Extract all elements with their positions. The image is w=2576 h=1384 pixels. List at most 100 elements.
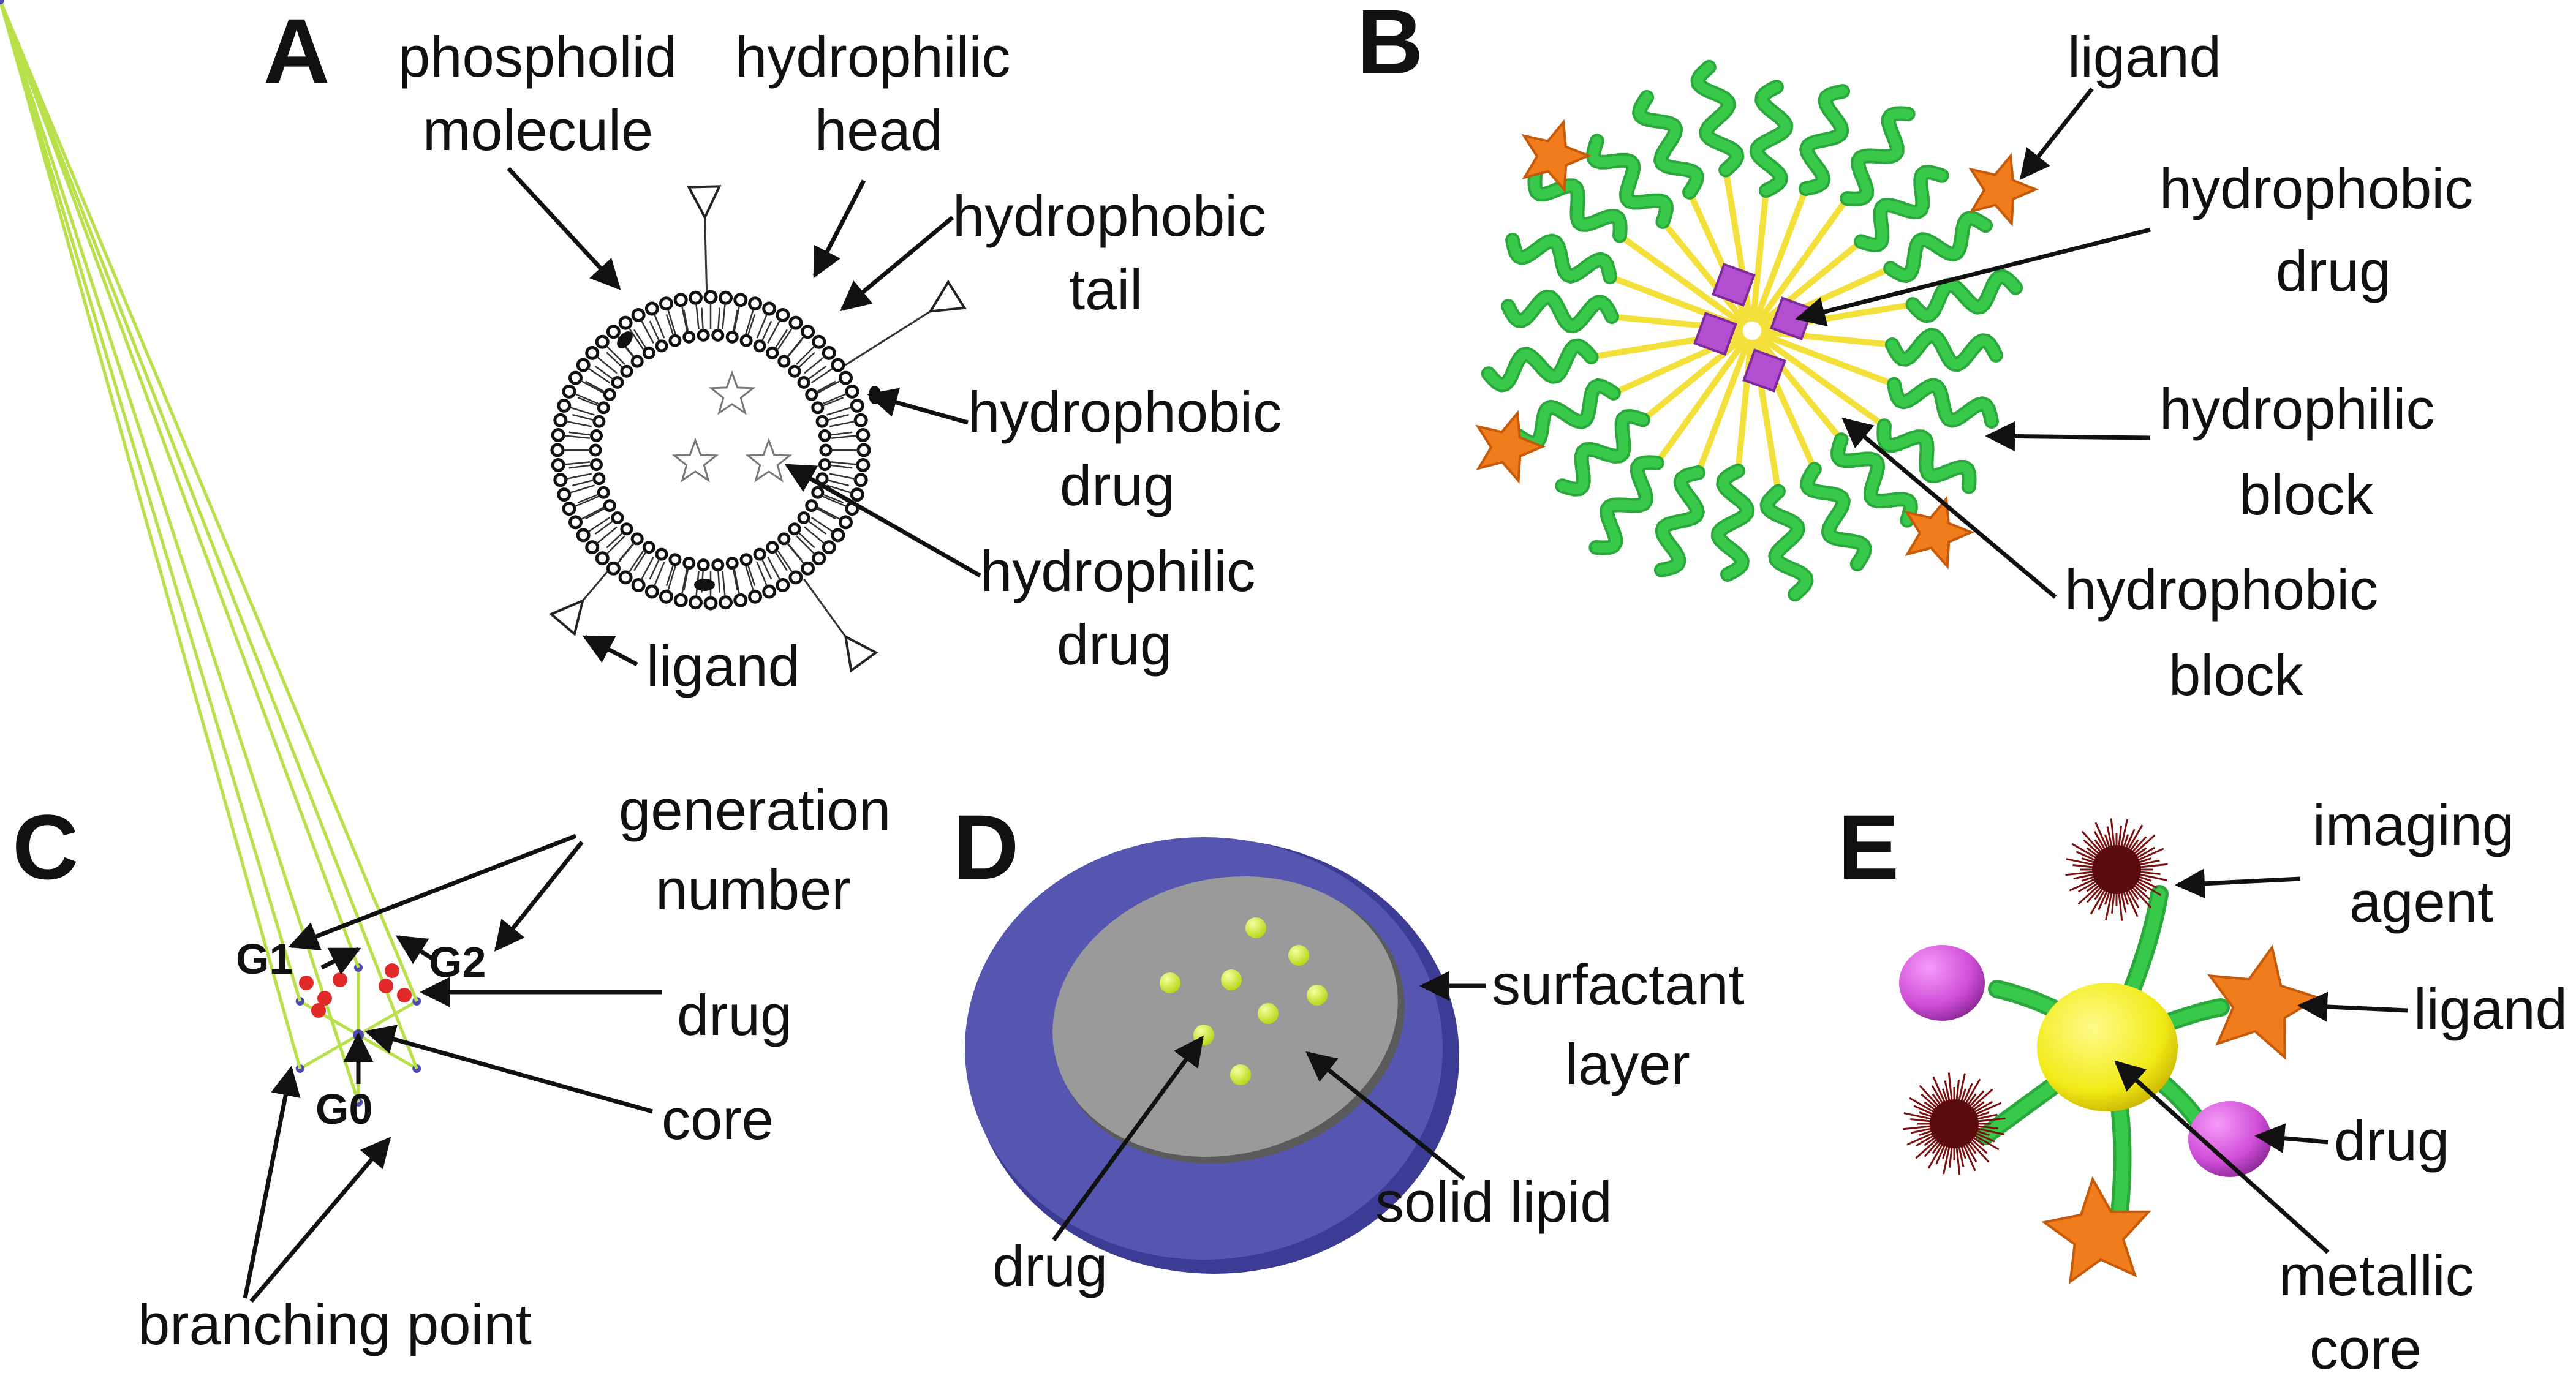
outer-head	[703, 596, 718, 611]
imaging-agent-body	[2092, 845, 2141, 894]
arrow-hydrophilic-drug	[784, 463, 981, 578]
outer-head	[644, 584, 659, 599]
outer-head	[557, 398, 572, 413]
sln-drug	[1307, 985, 1328, 1006]
outer-tail	[587, 367, 611, 384]
label-g0: G0	[315, 1085, 372, 1133]
inner-tail	[594, 366, 614, 380]
liposome-graphic	[549, 185, 967, 673]
ligand-stalk	[845, 310, 931, 366]
outer-tail	[826, 484, 852, 494]
outer-tail	[587, 516, 611, 533]
sln-drug	[1221, 969, 1242, 990]
outer-tail	[745, 566, 754, 592]
inner-head	[603, 499, 616, 513]
outer-tail	[574, 495, 599, 507]
hydrophobic-block-spoke	[1695, 339, 1751, 476]
inner-head	[766, 346, 779, 359]
inner-head	[597, 486, 610, 499]
outer-tail	[654, 314, 665, 339]
outer-tail	[810, 367, 834, 384]
outer-tail	[777, 327, 793, 350]
outer-head	[831, 358, 845, 372]
inner-tail	[774, 551, 788, 571]
outer-head	[644, 301, 659, 316]
inner-tail	[633, 329, 647, 349]
outer-tail	[777, 550, 793, 573]
ligand-stalk	[704, 217, 708, 291]
label-b-hydrophobic-drug-2: drug	[2276, 239, 2391, 303]
outer-tail	[654, 562, 665, 587]
outer-head	[550, 443, 565, 457]
panel-e-arrows	[2114, 868, 2408, 1254]
inner-tail	[827, 479, 849, 487]
outer-tail	[606, 345, 625, 365]
outer-tail	[826, 407, 852, 416]
outer-head	[801, 561, 815, 576]
label-ligand-a: ligand	[646, 634, 800, 698]
outer-tail	[695, 304, 700, 330]
outer-tail	[829, 420, 855, 427]
arrow-hydrophobic-tail	[840, 216, 954, 312]
hydrophobic-block-spoke	[1617, 232, 1745, 327]
outer-head	[673, 593, 688, 607]
inner-head	[815, 415, 829, 428]
label-hydrophilic-drug-2: drug	[1057, 612, 1172, 677]
outer-tail	[596, 526, 618, 544]
outer-head	[850, 398, 864, 413]
inner-head	[682, 330, 696, 344]
label-e-ligand: ligand	[2414, 977, 2567, 1041]
outer-head	[719, 595, 733, 610]
inner-head	[797, 511, 810, 525]
inner-head	[711, 328, 725, 342]
ligand-star	[1521, 119, 1592, 193]
inner-head	[589, 429, 603, 442]
hydrophilic-block-chain-hi	[1886, 213, 1991, 281]
hydrophilic-block-chain-hi	[1802, 464, 1870, 570]
outer-tail	[745, 309, 754, 334]
ligand-triangle	[549, 598, 585, 636]
label-hydrophobic-block-1: hydrophobic	[2064, 557, 2378, 622]
outer-tail	[722, 304, 726, 330]
outer-tail	[722, 570, 726, 596]
outer-tail	[810, 516, 834, 533]
outer-tail	[681, 306, 688, 332]
hydrophilic-block-chain-hi	[1833, 435, 1916, 525]
label-e-drug: drug	[2334, 1108, 2449, 1173]
inner-head	[753, 547, 766, 561]
inner-tail	[568, 431, 591, 436]
inner-head	[777, 355, 791, 368]
sln-drug	[1230, 1064, 1251, 1085]
solid-lipid-core	[1052, 876, 1398, 1157]
outer-head	[762, 301, 777, 316]
arrow-d-drug	[1052, 1036, 1204, 1242]
hydrophilic-block-chain-hi	[1879, 421, 1974, 492]
sln-drug	[1160, 972, 1180, 993]
inner-tail	[585, 507, 605, 520]
outer-head	[856, 443, 871, 457]
inner-tail	[683, 309, 689, 332]
dendron-branch	[0, 0, 360, 968]
hydrophobic-drug-cube	[1742, 348, 1786, 393]
hydrophilic-block-chain-hi	[1887, 330, 2001, 370]
sln-drug	[1245, 917, 1266, 938]
inner-head	[620, 522, 633, 536]
arrow-phospholipid	[507, 167, 621, 290]
outer-head	[595, 551, 610, 566]
outer-head	[788, 570, 803, 585]
bilayer-drug	[617, 331, 633, 348]
inner-tail	[787, 542, 803, 561]
outer-tail	[767, 557, 781, 581]
label-surfactant-1: surfactant	[1492, 952, 1745, 1017]
sln-drug	[1258, 1003, 1279, 1024]
outer-tail	[804, 526, 825, 544]
inner-head	[697, 558, 710, 572]
inner-head	[668, 334, 682, 347]
outer-tail	[831, 435, 857, 439]
hydrophilic-block-chain-hi	[1762, 486, 1811, 600]
hydrophilic-block-chain-hi	[1483, 340, 1596, 390]
hydrophobic-block-spoke	[1759, 334, 1887, 429]
outer-head	[856, 458, 871, 473]
inner-tail	[761, 558, 772, 580]
dendron-branch	[0, 0, 418, 1069]
